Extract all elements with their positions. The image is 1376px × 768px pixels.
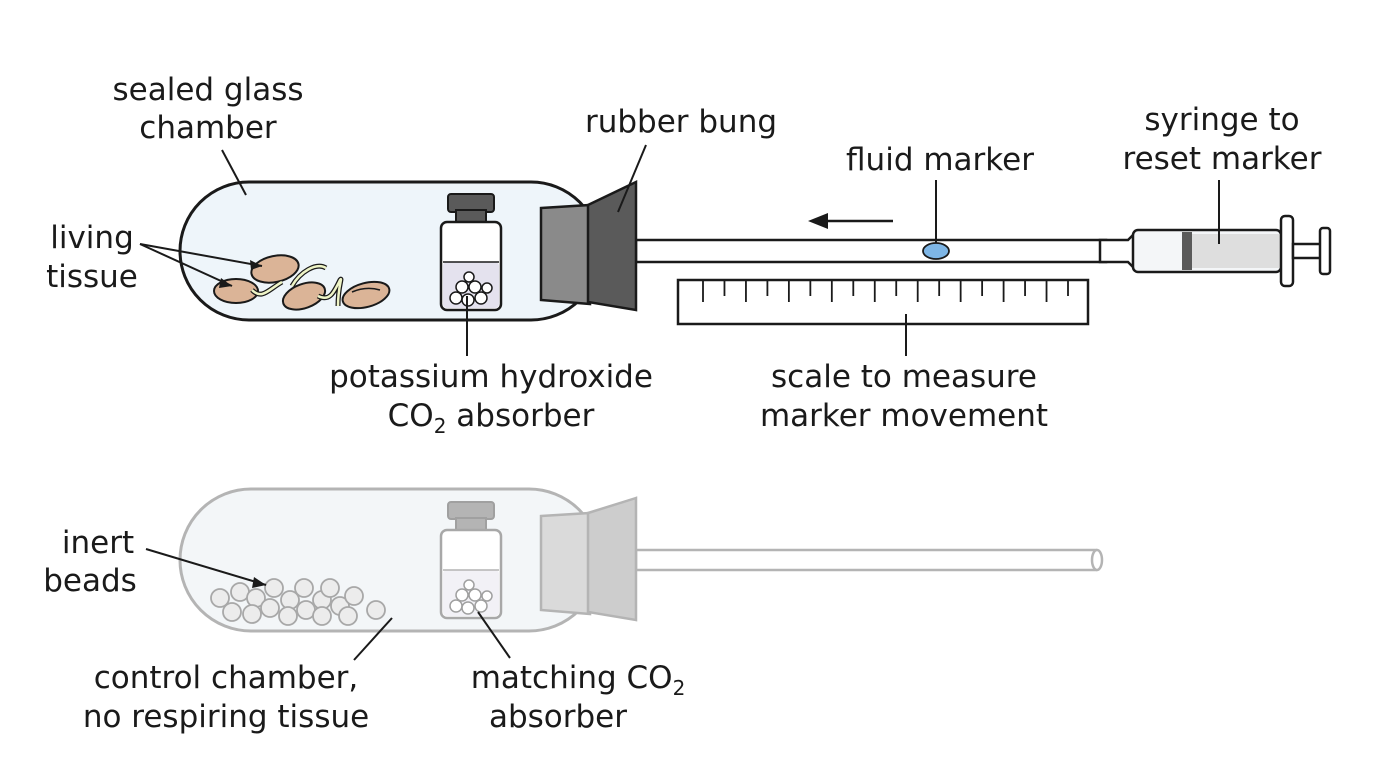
bottom-labels: inert beads control chamber, no respirin… (43, 525, 685, 735)
control-apparatus (178, 487, 1104, 633)
measuring-scale (676, 278, 1090, 326)
movement-arrow-left (808, 213, 893, 229)
label-living-tissue-line1: living (50, 220, 134, 256)
rubber-bung (539, 180, 638, 312)
capillary-tube (634, 238, 1108, 264)
leader-control-chamber (353, 617, 393, 661)
top-labels: sealed glass chamber living tissue rubbe… (46, 72, 1322, 438)
label-rubber-bung: rubber bung (585, 104, 777, 140)
label-fluid-marker: fluid marker (846, 142, 1034, 178)
control-vial (439, 501, 503, 620)
label-control-chamber-line2: no respiring tissue (83, 699, 369, 735)
leader-sealed-glass-chamber (221, 149, 247, 196)
inert-bead-cluster (210, 578, 386, 626)
seed (341, 280, 391, 310)
control-bung (539, 496, 638, 622)
label-sealed-glass-chamber-line1: sealed glass (112, 72, 303, 108)
label-koh-absorber-line1: potassium hydroxide (329, 359, 653, 395)
scale-ticks (702, 280, 1069, 302)
leader-living-tissue-a (139, 243, 263, 267)
label-scale-line2: marker movement (760, 398, 1048, 434)
control-chamber (178, 487, 602, 633)
leader-living-tissue-b (139, 243, 233, 287)
label-control-chamber-line1: control chamber, (94, 660, 359, 696)
label-koh-absorber-line2: CO2 absorber (388, 398, 595, 438)
label-sealed-glass-chamber-line2: chamber (139, 110, 277, 146)
koh-pellets (449, 271, 493, 307)
leader-matching-absorber (477, 611, 511, 659)
koh-vial (439, 193, 503, 312)
sprout (251, 280, 283, 296)
sprout (290, 265, 327, 287)
leader-rubber-bung (617, 144, 647, 213)
sprout (317, 277, 343, 307)
label-matching-absorber-line2: absorber (489, 699, 627, 735)
leader-inert-beads (145, 548, 267, 586)
fluid-marker (922, 242, 950, 260)
germinating-seeds (213, 254, 391, 311)
label-inert-beads-line2: beads (43, 563, 137, 599)
label-scale-line1: scale to measure (771, 359, 1037, 395)
seed (281, 281, 327, 311)
label-syringe-line1: syringe to (1144, 102, 1299, 138)
label-inert-beads-line1: inert (62, 525, 134, 561)
syringe (1098, 214, 1332, 288)
label-matching-absorber-line1: matching CO2 (471, 660, 686, 700)
control-capillary-tube (634, 548, 1098, 572)
label-syringe-line2: reset marker (1123, 141, 1322, 177)
label-living-tissue-line2: tissue (46, 259, 138, 295)
respirometer-apparatus (178, 180, 1332, 326)
